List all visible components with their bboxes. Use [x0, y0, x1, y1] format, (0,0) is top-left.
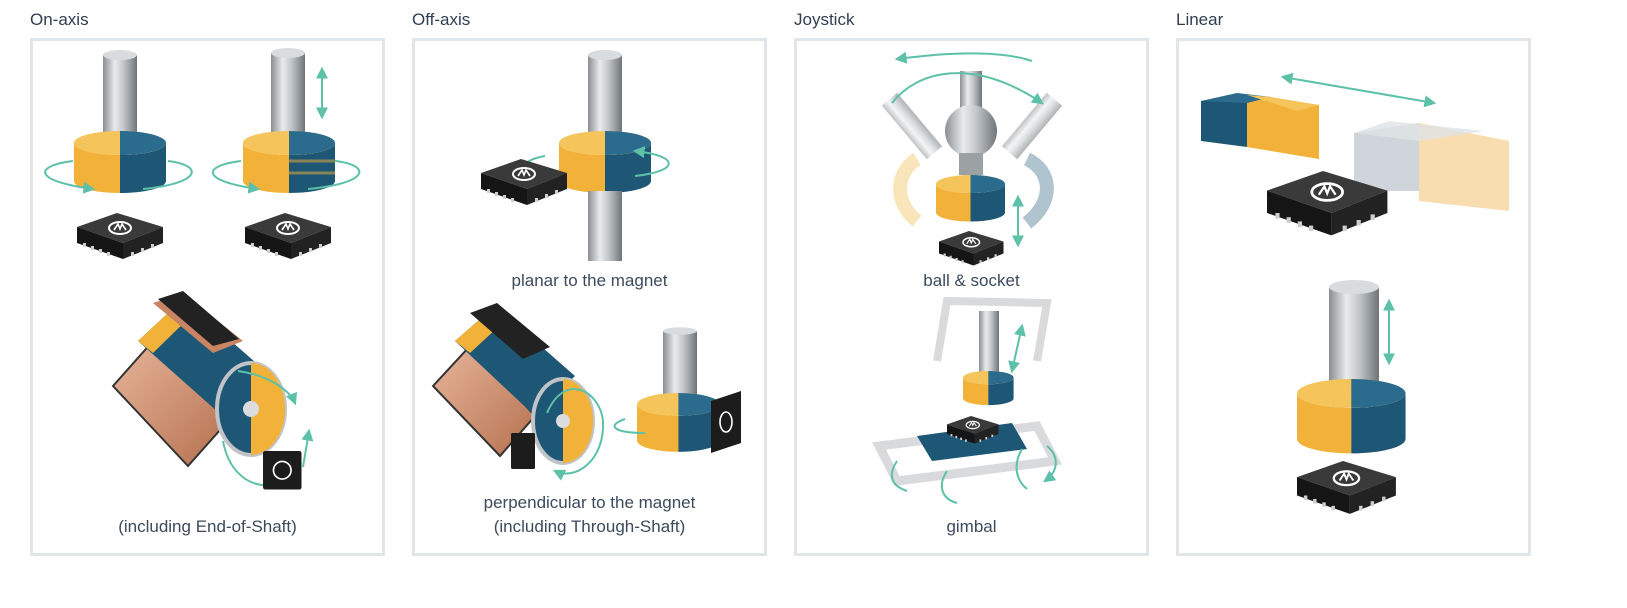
- caption: gimbal: [946, 517, 997, 536]
- caption: ball & socket: [923, 271, 1020, 290]
- shaft-icon: [663, 327, 697, 399]
- sensor-chip-icon: [711, 391, 741, 453]
- caption: (including Through-Shaft): [493, 517, 686, 536]
- rotation-arrow-icon: [211, 160, 361, 189]
- sensor-chip-icon: [1295, 459, 1398, 516]
- linear-illustration: [1201, 72, 1509, 516]
- section-title: Linear: [1176, 10, 1224, 29]
- shaft-icon: [1329, 280, 1379, 385]
- section-title: Joystick: [794, 10, 855, 29]
- rotation-arrow-icon: [44, 160, 193, 189]
- illustration-panel: ball & socket gimbal: [794, 38, 1149, 556]
- sensor-chip-icon: [244, 212, 332, 260]
- motor-icon: [111, 291, 314, 487]
- section-on-axis: On-axis: [30, 0, 405, 590]
- magnet-icon: [637, 393, 720, 452]
- on-axis-illustration: [44, 48, 361, 490]
- gimbal-frame-icon: [872, 296, 1062, 486]
- shaft-icon: [588, 191, 622, 261]
- linear-arrow-icon: [1008, 323, 1026, 374]
- section-linear: Linear: [1176, 0, 1551, 590]
- sensor-chip-icon: [76, 212, 164, 260]
- magnet-icon: [559, 131, 651, 193]
- joystick-illustration: [872, 41, 1063, 504]
- caption: planar to the magnet: [511, 271, 668, 290]
- magnet-icon: [1201, 93, 1509, 211]
- illustration-panel: planar to the magnet perpendicular to th…: [412, 38, 767, 556]
- sensor-chip-icon: [511, 433, 535, 469]
- section-title: On-axis: [30, 10, 89, 29]
- section-off-axis: Off-axis: [412, 0, 787, 590]
- magnet-icon: [936, 175, 1005, 222]
- caption: perpendicular to the magnet: [483, 493, 696, 512]
- magnet-icon: [74, 131, 166, 193]
- rotation-arrow-icon: [890, 445, 1057, 504]
- sensor-chip-icon: [263, 451, 302, 490]
- motor-icon: [431, 303, 605, 481]
- linear-arrow-icon: [1280, 72, 1437, 108]
- magnet-icon: [1297, 379, 1406, 454]
- section-title: Off-axis: [412, 10, 471, 29]
- illustration-panel: (including End-of-Shaft): [30, 38, 385, 556]
- sensor-chip-icon: [480, 158, 568, 206]
- illustration-panel: [1176, 38, 1531, 556]
- shaft-icon: [588, 50, 622, 145]
- shaft-icon: [103, 50, 137, 145]
- off-axis-illustration: [431, 50, 741, 481]
- caption: (including End-of-Shaft): [118, 517, 297, 536]
- rotation-arrow-icon: [892, 53, 1042, 103]
- sensor-chip-icon: [938, 230, 1005, 267]
- shaft-icon: [271, 48, 305, 143]
- section-joystick: Joystick: [794, 0, 1169, 590]
